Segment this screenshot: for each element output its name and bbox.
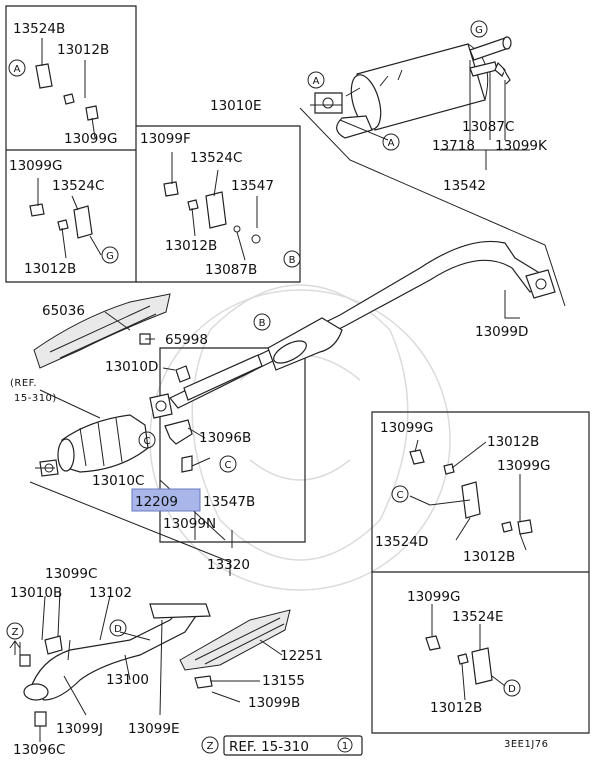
callout-g1: G [106,251,114,262]
ref-a-line1: (REF. [10,378,37,389]
label-12251: 12251 [280,648,323,664]
label-13096b: 13096B [199,430,251,446]
callout-c1: C [144,436,151,447]
label-13099g-b: 13099G [9,158,62,174]
label-13010b: 13010B [10,585,62,601]
label-13012b-c: 13012B [165,238,217,254]
callout-g2: G [475,25,483,36]
ref-b-text: REF. 15-310 [229,739,309,755]
part-number-labels: 13524B 13012B 13099G 13099G 13524C 13012… [9,21,550,758]
label-13096c: 13096C [13,742,65,758]
main-muffler [314,36,512,139]
label-13547: 13547 [231,178,274,194]
heat-protector-12251 [179,609,291,689]
callout-a3: A [388,138,395,149]
label-13010c: 13010C [92,473,144,489]
label-13099g-a: 13099G [64,131,117,147]
ref-b-letter: Z [207,741,214,752]
callout-a1: A [14,64,21,75]
label-13524e: 13524E [452,609,503,625]
callout-b1: B [289,255,296,266]
bottom-reference: Z REF. 15-310 1 3EE1J76 [201,735,549,756]
label-13012b-f: 13012B [430,700,482,716]
label-13155: 13155 [262,673,305,689]
label-65998: 65998 [165,332,208,348]
label-13087c: 13087C [462,119,514,135]
callout-c2: C [225,460,232,471]
label-12209: 12209 [135,494,178,510]
label-13012b-b: 13012B [24,261,76,277]
label-13524c-a: 13524C [52,178,104,194]
hanger-inset-top-left [29,63,99,239]
drawing-code: 3EE1J76 [504,739,549,750]
label-13099c: 13099C [45,566,97,582]
label-13012b-a: 13012B [57,42,109,58]
catalytic-converter [39,414,149,477]
callout-z1: Z [12,627,19,638]
hanger-inset-right-lower [425,635,493,685]
callout-a2: A [313,76,320,87]
ref-b-num: 1 [342,741,348,752]
label-13099f: 13099F [140,131,191,147]
label-65036: 65036 [42,303,85,319]
ref-a-line2: 15-310) [14,393,57,404]
label-13100: 13100 [106,672,149,688]
label-13547b: 13547B [203,494,255,510]
callout-b2: B [259,318,266,329]
inset-frames [5,5,590,734]
label-13542: 13542 [443,178,486,194]
highlight-12209 [131,488,201,512]
label-13099j: 13099J [56,721,103,737]
callout-circles: A A A B B C C C D D G G Z [6,20,521,697]
hanger-inset-right-upper [409,449,533,535]
label-13099k: 13099K [495,138,548,154]
leader-lines [19,38,566,742]
label-13012b-d: 13012B [487,434,539,450]
center-pipe-assembly [149,240,556,473]
callout-d1: D [114,624,122,635]
label-13524c-b: 13524C [190,150,242,166]
callout-d2: D [508,684,516,695]
label-13320: 13320 [207,557,250,573]
label-13012b-e: 13012B [463,549,515,565]
label-13099b: 13099B [248,695,300,711]
callout-c3: C [397,490,404,501]
label-13010d: 13010D [105,359,158,375]
label-13102: 13102 [89,585,132,601]
label-13099e: 13099E [128,721,179,737]
label-13087b: 13087B [205,262,257,278]
label-13718: 13718 [432,138,475,154]
label-13524b: 13524B [13,21,65,37]
front-pipe-assembly [19,603,211,727]
label-13099g-e: 13099G [407,589,460,605]
label-13524d: 13524D [375,534,428,550]
heat-protector-65036 [33,293,171,369]
label-13099d: 13099D [475,324,528,340]
label-13099g-c: 13099G [380,420,433,436]
label-13099g-d: 13099G [497,458,550,474]
label-13010e: 13010E [210,98,261,114]
label-13099n: 13099N [163,516,216,532]
